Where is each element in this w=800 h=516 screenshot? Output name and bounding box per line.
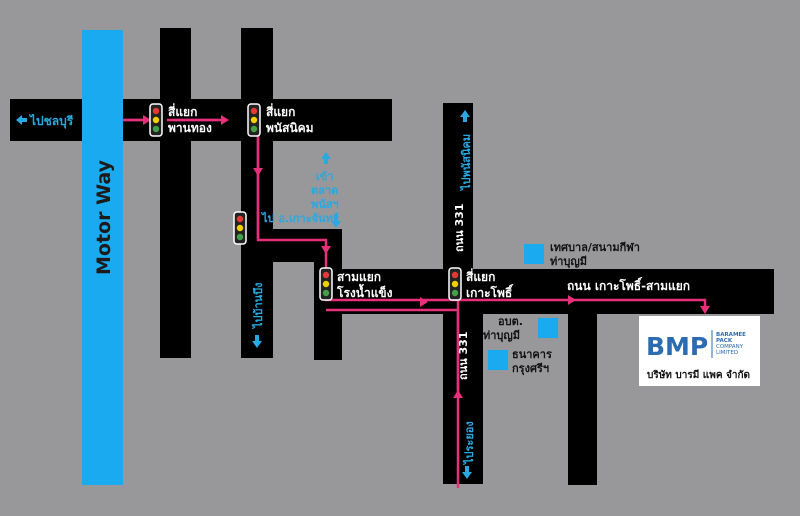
traffic-light-icon	[233, 211, 247, 245]
road-label-331-north: ถนน 331	[453, 204, 466, 253]
motorway	[82, 30, 123, 485]
company-logo-card: BMP BARAMEE PACK COMPANY LIMITED บริษัท …	[639, 316, 760, 386]
company-logo-box	[639, 316, 760, 386]
road-label-ko-pho-samyaek: ถนน เกาะโพธิ์-สามแยก	[567, 277, 690, 293]
landmark-municipality-line2: ท่าบุญมี	[550, 255, 587, 269]
company-logo-sub-4: LIMITED	[716, 350, 738, 356]
route-arrow-icon	[143, 115, 151, 125]
route-arrow-icon	[221, 115, 229, 125]
up-arrow-icon-shaft	[463, 116, 467, 122]
junction-phanat-nikhom-line2: พนัสนิคม	[266, 121, 314, 135]
down-arrow-icon-shaft	[465, 466, 469, 473]
down-arrow-icon-shaft	[255, 335, 259, 342]
landmark-bank-line1: ธนาคาร	[512, 348, 552, 361]
left-arrow-icon-shaft	[21, 118, 27, 122]
road-ko-pho-samyaek	[314, 269, 774, 314]
traffic-light-icon	[319, 267, 333, 301]
route-arrow-icon	[568, 295, 576, 305]
traffic-light-icon	[247, 103, 261, 137]
down-arrow-icon	[462, 472, 472, 479]
direction-to-phanat-market-line1: เข้า	[316, 170, 333, 183]
direction-to-phanat-nikhom-north: ไปพนัสนิคม	[459, 134, 473, 192]
direction-to-rayong: ไประยอง	[462, 421, 476, 466]
junction-rong-nam-khaeng-line1: สามแยก	[337, 270, 381, 284]
direction-to-phanat-market-line2: ตลาด	[311, 184, 338, 197]
road-label-331-south: ถนน 331	[457, 332, 470, 381]
landmark-sao-marker	[538, 318, 558, 338]
company-logo-sub-2: PACK	[716, 338, 733, 344]
down-arrow-icon	[252, 341, 262, 348]
landmark-municipality-marker	[524, 244, 544, 264]
junction-phanat-nikhom-line1: สี่แยก	[266, 103, 295, 119]
landmark-sao-line2: ท่าบุญมี	[483, 329, 520, 343]
road-network	[10, 28, 774, 485]
direction-to-ban-bueng: ไปบ้านบึง	[251, 282, 265, 330]
up-arrow-icon	[321, 152, 331, 159]
junction-ko-pho-line1: สี่แยก	[466, 268, 495, 284]
road-vertical-a	[160, 28, 191, 358]
up-arrow-icon-shaft	[324, 158, 328, 164]
junction-phan-thong-line1: สี่แยก	[168, 103, 197, 119]
motorway-label: Motor Way	[93, 159, 115, 275]
direction-to-ko-chan: ไป อ.เกาะจันทร์	[260, 211, 339, 225]
company-name: บริษัท บารมี แพค จำกัด	[647, 369, 750, 381]
company-logo-sub-3: COMPANY	[716, 344, 744, 350]
landmark-sao-line1: อบต.	[498, 315, 523, 328]
road-331-lower	[443, 300, 483, 484]
landmark-municipality-line1: เทศบาล/สนามกีฬา	[550, 241, 640, 254]
up-arrow-icon	[460, 110, 470, 117]
company-logo-sub-1: BARAMEE	[716, 332, 746, 338]
down-arrow-icon	[331, 221, 341, 228]
left-arrow-icon	[16, 115, 22, 125]
company-logo-text: BMP	[646, 332, 708, 361]
down-arrow-icon-shaft	[334, 214, 338, 222]
road-vertical-e	[568, 300, 597, 485]
junction-rong-nam-khaeng-line2: โรงน้ำแข็ง	[336, 283, 393, 300]
landmark-bank-line2: กรุงศรีฯ	[512, 362, 549, 376]
route-arrow-icon	[700, 306, 710, 314]
traffic-light-icon	[448, 267, 462, 301]
direction-to-chonburi: ไปชลบุรี	[28, 113, 74, 129]
direction-to-phanat-market-line3: พนัสฯ	[311, 198, 339, 211]
landmark-bank-marker	[488, 350, 508, 370]
traffic-light-icon	[149, 103, 163, 137]
junction-ko-pho-line2: เกาะโพธิ์	[466, 284, 514, 300]
junction-phan-thong-line2: พานทอง	[168, 121, 212, 135]
